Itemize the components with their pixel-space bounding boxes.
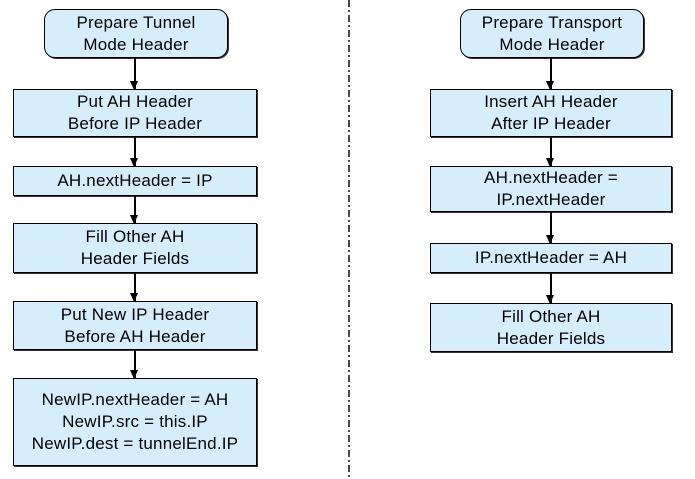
box-text-line: IP.nextHeader [496,190,606,209]
tunnel-start-box: Prepare Tunnel Mode Header [44,9,228,58]
box-text-line: Put New IP Header [60,304,210,324]
box-text-line: Insert AH Header [484,92,618,111]
arrow-down-icon [130,350,138,379]
tunnel-step-newip-assign-box: NewIP.nextHeader = AH NewIP.src = this.I… [13,378,257,466]
tunnel-step-new-ip-box: Put New IP Header Before AH Header [13,301,257,350]
tunnel-step-fill-fields-box: Fill Other AH Header Fields [13,223,257,273]
arrow-down-icon [130,58,138,90]
box-text-line: After IP Header [491,114,611,133]
box-text-line: Prepare Tunnel [76,12,196,32]
box-text-line: Fill Other AH [85,227,185,246]
box-text-line: NewIP.src = this.IP [62,412,208,431]
arrow-down-icon [546,273,554,304]
box-text-line: NewIP.nextHeader = AH [41,390,229,409]
arrow-down-icon [546,137,554,167]
box-text-line: IP.nextHeader = AH [474,248,628,267]
box-text-line: Header Fields [496,328,606,348]
box-text-line: Fill Other AH [501,306,601,326]
arrow-down-icon [546,212,554,244]
box-text-line: Put AH Header [77,92,193,111]
arrow-down-icon [130,137,138,167]
transport-start-box: Prepare Transport Mode Header [460,9,644,58]
box-text-line: Mode Header [499,34,605,54]
box-text-line: AH.nextHeader = [484,168,618,187]
transport-step-fill-fields-box: Fill Other AH Header Fields [430,303,672,352]
transport-step-insert-ah-box: Insert AH Header After IP Header [430,89,672,137]
tunnel-step-nextheader-box: AH.nextHeader = IP [13,166,257,196]
box-text-line: Header Fields [80,249,190,268]
transport-step-ip-nextheader-box: IP.nextHeader = AH [430,243,672,273]
box-text-line: NewIP.dest = tunnelEnd.IP [31,434,239,453]
tunnel-step-put-ah-box: Put AH Header Before IP Header [13,89,257,137]
column-divider [348,0,350,479]
box-text-line: Before IP Header [67,114,203,133]
box-text-line: Before AH Header [64,326,206,346]
transport-step-ah-nextheader-box: AH.nextHeader = IP.nextHeader [430,166,672,212]
box-text-line: Prepare Transport [481,12,623,32]
arrow-down-icon [130,273,138,302]
arrow-down-icon [546,58,554,90]
box-text-line: AH.nextHeader = IP [57,171,213,190]
arrow-down-icon [130,196,138,224]
box-text-line: Mode Header [83,34,189,54]
